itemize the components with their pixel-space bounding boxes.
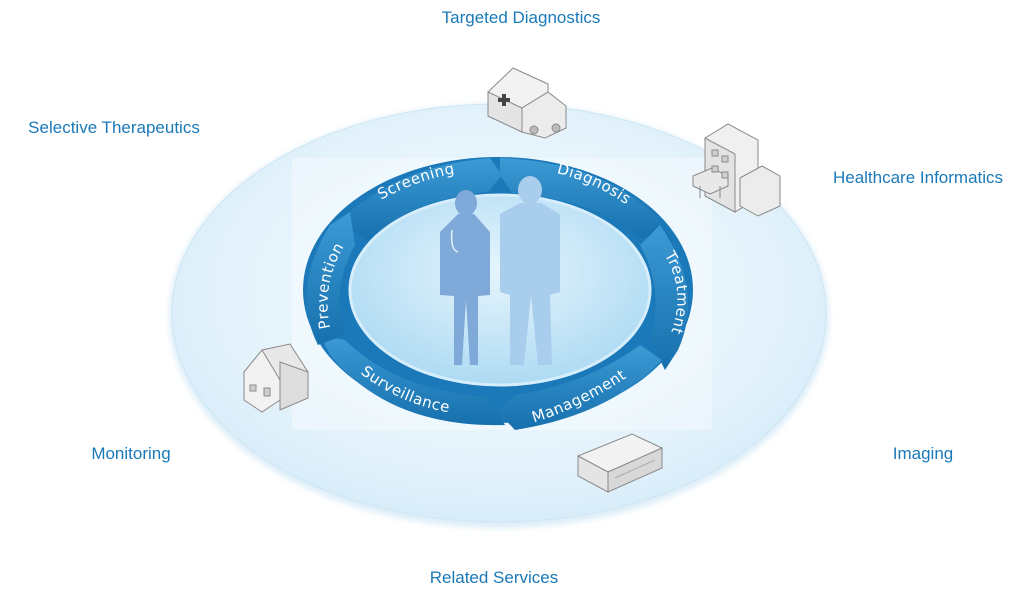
label-selective-therapeutics: Selective Therapeutics [28,118,200,137]
arrow-management [498,345,662,430]
patient-figure [500,176,560,365]
label-imaging: Imaging [892,444,954,463]
clinic-icon [576,433,664,493]
arrow-screening [340,158,502,240]
cycle-arrows [306,158,689,430]
arrow-surveillance [320,335,505,426]
arrow-treatment [640,225,689,370]
arrow-prevention [306,212,355,345]
label-healthcare-informatics: Healthcare Informatics [832,168,1004,187]
label-related-services: Related Services [429,568,559,587]
label-targeted-diagnostics: Targeted Diagnostics [441,8,601,27]
house-icon [243,343,309,413]
ambulance-icon [487,67,567,139]
doctor-figure [440,190,490,365]
label-monitoring: Monitoring [91,444,171,463]
hospital-icon [692,123,781,217]
arrow-diagnosis [500,158,672,240]
